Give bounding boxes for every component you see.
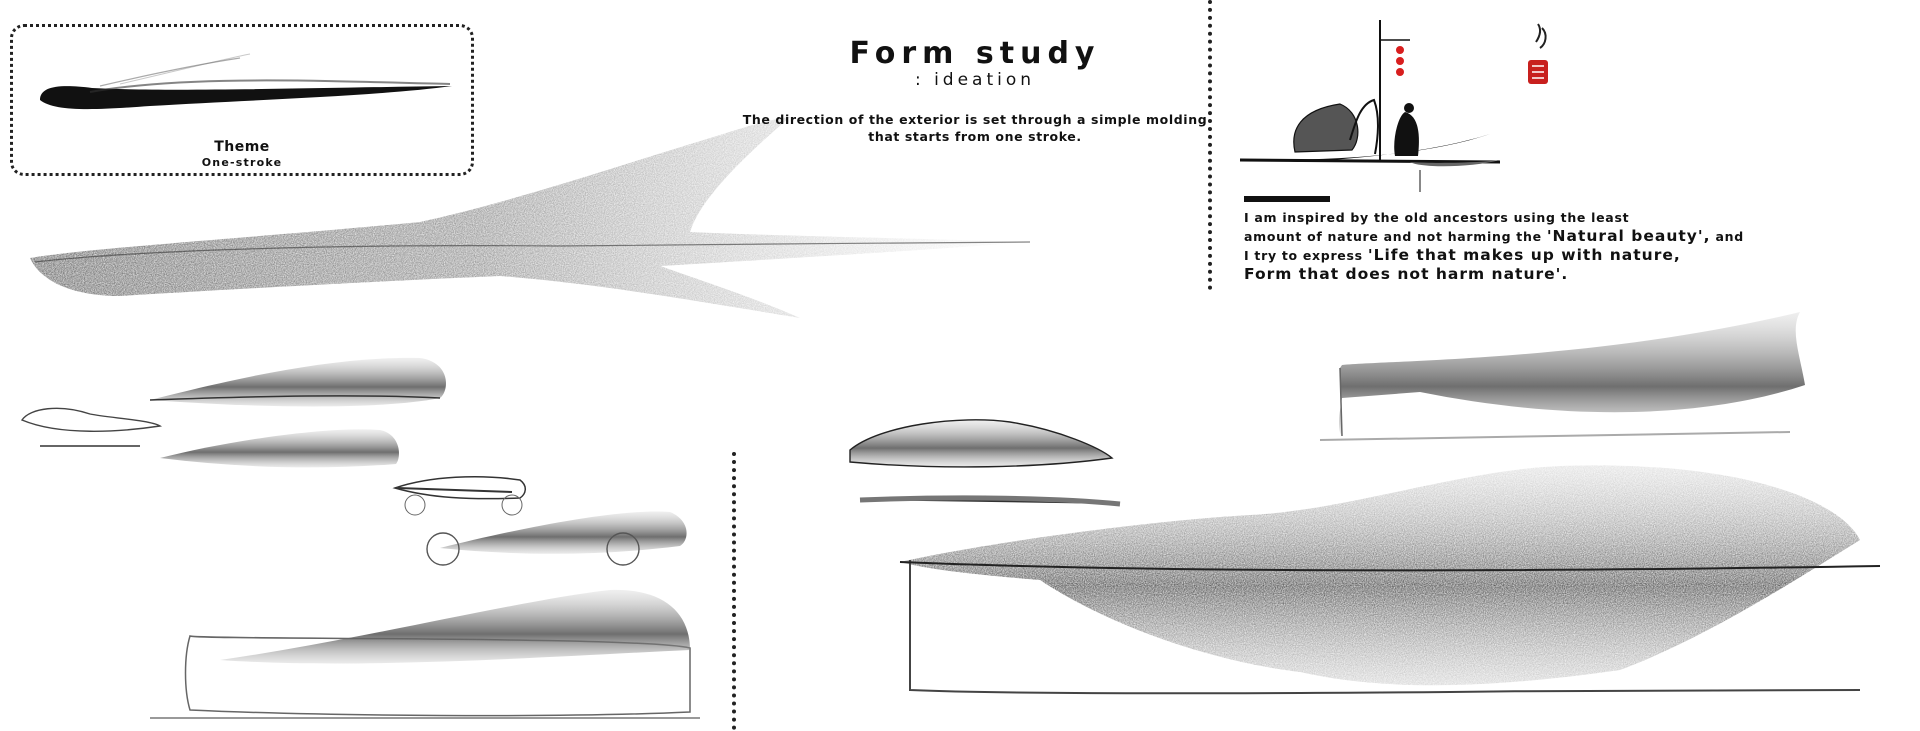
quote-line-2-post: and xyxy=(1710,229,1744,244)
page-subtitle: : ideation xyxy=(914,70,1036,90)
quote-line-3: I try to express 'Life that makes up wit… xyxy=(1244,246,1764,265)
quote-emphasis-form: Form that does not harm nature'. xyxy=(1244,265,1569,283)
quote-emphasis-natural-beauty: 'Natural beauty', xyxy=(1546,227,1711,245)
small-concept-sketches xyxy=(20,357,700,719)
quote-emphasis-life: 'Life that makes up with nature, xyxy=(1367,246,1681,264)
theme-box: Theme One-stroke xyxy=(10,24,474,176)
quote-line-1: I am inspired by the old ancestors using… xyxy=(1244,210,1630,225)
quote-bar xyxy=(1244,196,1330,202)
quote-line-2-pre: amount of nature and not harming the xyxy=(1244,229,1547,244)
vertical-divider-bottom xyxy=(732,452,736,730)
quote-line-4: Form that does not harm nature'. xyxy=(1244,265,1764,284)
description-line-1: The direction of the exterior is set thr… xyxy=(742,112,1208,127)
quote-text: I am inspired by the old ancestors using… xyxy=(1244,208,1764,284)
boat-ink-illustration xyxy=(1239,20,1501,192)
artist-seal xyxy=(1528,23,1548,84)
streak-sketch xyxy=(30,117,1031,318)
quote-line-3-pre: I try to express xyxy=(1244,248,1368,263)
page-title: Form study xyxy=(849,36,1101,71)
description-line-2: that starts from one stroke. xyxy=(868,129,1082,144)
quote-line-2: amount of nature and not harming the 'Na… xyxy=(1244,227,1764,246)
theme-title: Theme xyxy=(214,139,270,155)
vertical-divider-top xyxy=(1208,0,1212,290)
description: The direction of the exterior is set thr… xyxy=(730,111,1220,145)
right-concept-sketches xyxy=(849,312,1881,695)
theme-subtitle: One-stroke xyxy=(201,156,283,169)
brush-stroke-illustration xyxy=(40,53,452,110)
